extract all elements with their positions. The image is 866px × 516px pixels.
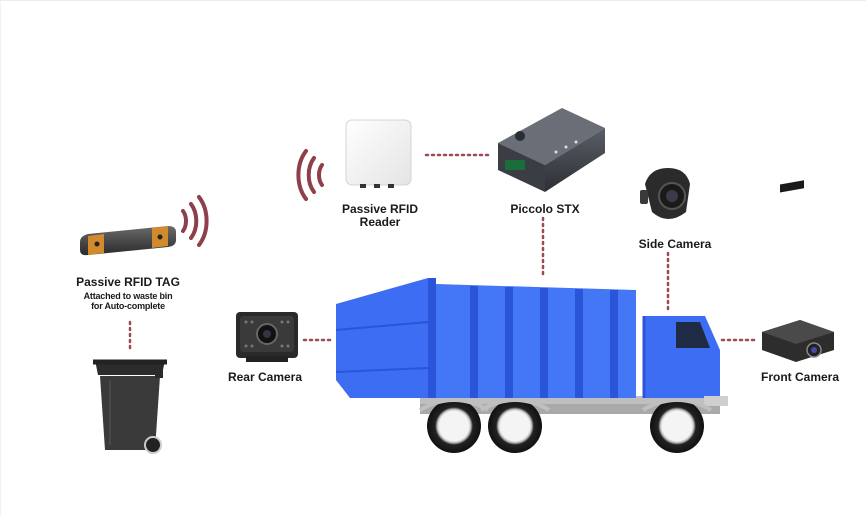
rfid-reader-label: Passive RFID Reader <box>330 203 430 228</box>
side-camera-icon <box>640 168 690 219</box>
rfid-reader-label-line2: Reader <box>359 215 401 229</box>
piccolo-stx-device-icon <box>498 108 605 373</box>
rfid-tag-note-line2: for Auto-complete <box>91 301 165 311</box>
rear-camera-icon <box>236 312 298 362</box>
rfid-tag-note-line1: Attached to waste bin <box>83 291 173 301</box>
connector-lines <box>128 153 757 354</box>
rfid-tag-note: Attached to waste bin for Auto-complete <box>70 292 186 311</box>
front-camera-label: Front Camera <box>760 370 840 384</box>
rfid-tag-icon <box>80 226 176 256</box>
wifi-signal-icon <box>181 195 209 247</box>
waste-bin-icon <box>93 359 167 454</box>
truck-wheel <box>427 399 481 453</box>
rfid-reader-icon <box>345 119 412 188</box>
side-camera-label: Side Camera <box>638 237 712 251</box>
piccolo-stx-label: Piccolo STX <box>510 202 580 216</box>
rfid-reader-label-line1: Passive RFID <box>341 202 419 216</box>
front-camera-icon <box>762 180 834 362</box>
wifi-signal-icon <box>296 149 324 201</box>
truck-wheel <box>650 399 704 453</box>
rear-camera-label: Rear Camera <box>227 370 303 384</box>
garbage-truck-icon <box>335 278 728 453</box>
rfid-tag-label: Passive RFID TAG <box>76 275 180 289</box>
truck-wheel <box>488 399 542 453</box>
